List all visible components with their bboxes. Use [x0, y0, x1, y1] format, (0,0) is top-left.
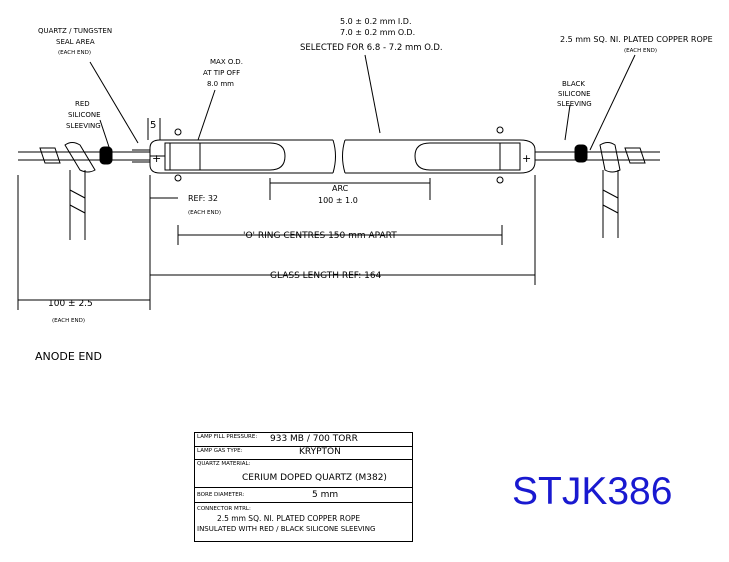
- spec-key: LAMP FILL PRESSURE:: [197, 434, 258, 440]
- spec-key: BORE DIAMETER:: [197, 492, 245, 498]
- spec-key: CONNECTOR MTRL:: [197, 506, 251, 512]
- spec-value: INSULATED WITH RED / BLACK SILICONE SLEE…: [197, 525, 376, 533]
- dim-5-label: 5: [150, 120, 156, 131]
- spec-table: LAMP FILL PRESSURE: 933 MB / 700 TORR LA…: [194, 432, 413, 542]
- glass-length-label: GLASS LENGTH REF: 164: [270, 271, 382, 281]
- spec-row: QUARTZ MATERIAL: CERIUM DOPED QUARTZ (M3…: [195, 460, 412, 488]
- max-od-label: AT TIP OFF: [203, 69, 240, 77]
- quartz-seal-label: QUARTZ / TUNGSTEN: [38, 27, 112, 35]
- red-sleeving-label: SILICONE: [68, 111, 101, 119]
- spec-row: LAMP GAS TYPE: KRYPTON: [195, 447, 412, 460]
- spec-value: 5 mm: [312, 490, 339, 500]
- od-spec-label: 7.0 ± 0.2 mm O.D.: [340, 28, 415, 37]
- red-sleeving-label: RED: [75, 100, 90, 108]
- lead-length-label: 100 ± 2.5: [48, 299, 93, 309]
- spec-key: LAMP GAS TYPE:: [197, 448, 243, 454]
- spec-value: KRYPTON: [299, 447, 341, 457]
- spec-value: 933 MB / 700 TORR: [270, 434, 358, 444]
- plus-right: +: [522, 152, 531, 165]
- spec-row: LAMP FILL PRESSURE: 933 MB / 700 TORR: [195, 433, 412, 447]
- rope-label: (EACH END): [624, 48, 657, 54]
- selected-label: SELECTED FOR 6.8 - 7.2 mm O.D.: [300, 43, 443, 53]
- left-lamp-body: [149, 139, 333, 174]
- plus-left: +: [152, 152, 161, 165]
- max-od-label: MAX O.D.: [210, 58, 243, 66]
- spec-row: BORE DIAMETER: 5 mm: [195, 488, 412, 503]
- spec-key: QUARTZ MATERIAL:: [197, 461, 251, 467]
- spec-value: CERIUM DOPED QUARTZ (M382): [242, 473, 387, 483]
- spec-value: 2.5 mm SQ. NI. PLATED COPPER ROPE: [217, 514, 361, 523]
- oring-label: 'O' RING CENTRES 150 mm APART: [243, 231, 397, 241]
- spec-row: CONNECTOR MTRL: 2.5 mm SQ. NI. PLATED CO…: [195, 503, 412, 541]
- lead-length-each: (EACH END): [52, 318, 85, 324]
- max-od-label: 8.0 mm: [207, 80, 234, 88]
- red-sleeving-label: SLEEVING: [66, 122, 101, 130]
- arc-label: ARC: [332, 184, 349, 193]
- quartz-seal-label: (EACH END): [58, 50, 91, 56]
- id-spec-label: 5.0 ± 0.2 mm I.D.: [340, 17, 412, 26]
- ref32-label: REF: 32: [188, 194, 218, 203]
- anode-end-label: ANODE END: [35, 350, 102, 363]
- ref32-each: (EACH END): [188, 210, 221, 216]
- arc-value: 100 ± 1.0: [318, 196, 358, 205]
- quartz-seal-label: SEAL AREA: [56, 38, 95, 46]
- part-code: STJK386: [512, 470, 673, 513]
- right-seal: [414, 142, 521, 171]
- rope-label: 2.5 mm SQ. NI. PLATED COPPER ROPE: [560, 35, 713, 44]
- black-sleeving-label: SLEEVING: [557, 100, 592, 108]
- right-lamp-body: [345, 139, 536, 174]
- black-sleeving-label: SILICONE: [558, 90, 591, 98]
- black-sleeving-label: BLACK: [562, 80, 585, 88]
- left-seal: [164, 142, 286, 171]
